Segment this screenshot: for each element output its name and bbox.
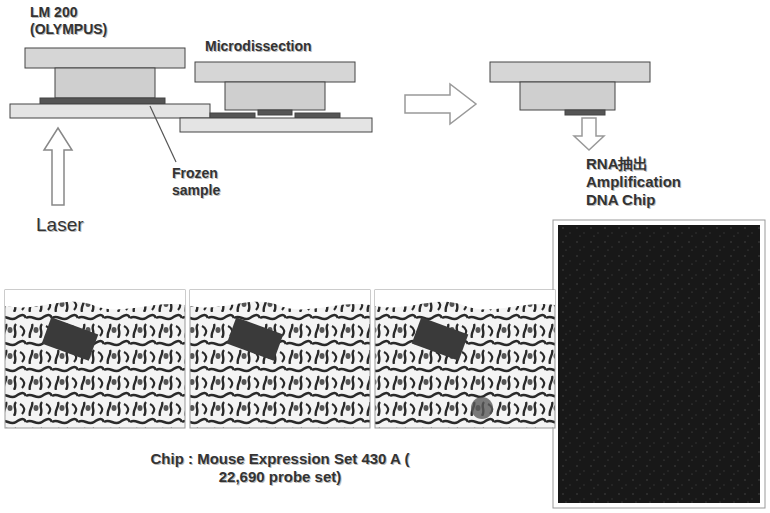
step-label: Microdissection <box>205 38 345 55</box>
microscope-stage <box>180 62 372 132</box>
process-arrow <box>405 84 476 124</box>
dna-chip-image <box>558 225 760 503</box>
part-label: Frozen sample <box>172 165 247 199</box>
microscope-cap <box>490 62 650 115</box>
micrograph <box>190 290 370 428</box>
step-label: RNA抽出 Amplification DNA Chip <box>586 155 711 209</box>
instrument-name: LM 200 (OLYMPUS) <box>30 4 125 38</box>
micrograph <box>375 290 555 428</box>
process-arrow <box>574 118 604 150</box>
microscope-stage <box>10 48 210 118</box>
chip-frame <box>553 220 765 508</box>
leader-line <box>150 106 176 162</box>
caption: Chip : Mouse Expression Set 430 A ( 22,6… <box>130 450 430 486</box>
laser-arrow <box>44 128 72 205</box>
laser-label: Laser <box>36 214 116 237</box>
micrograph <box>5 290 185 428</box>
